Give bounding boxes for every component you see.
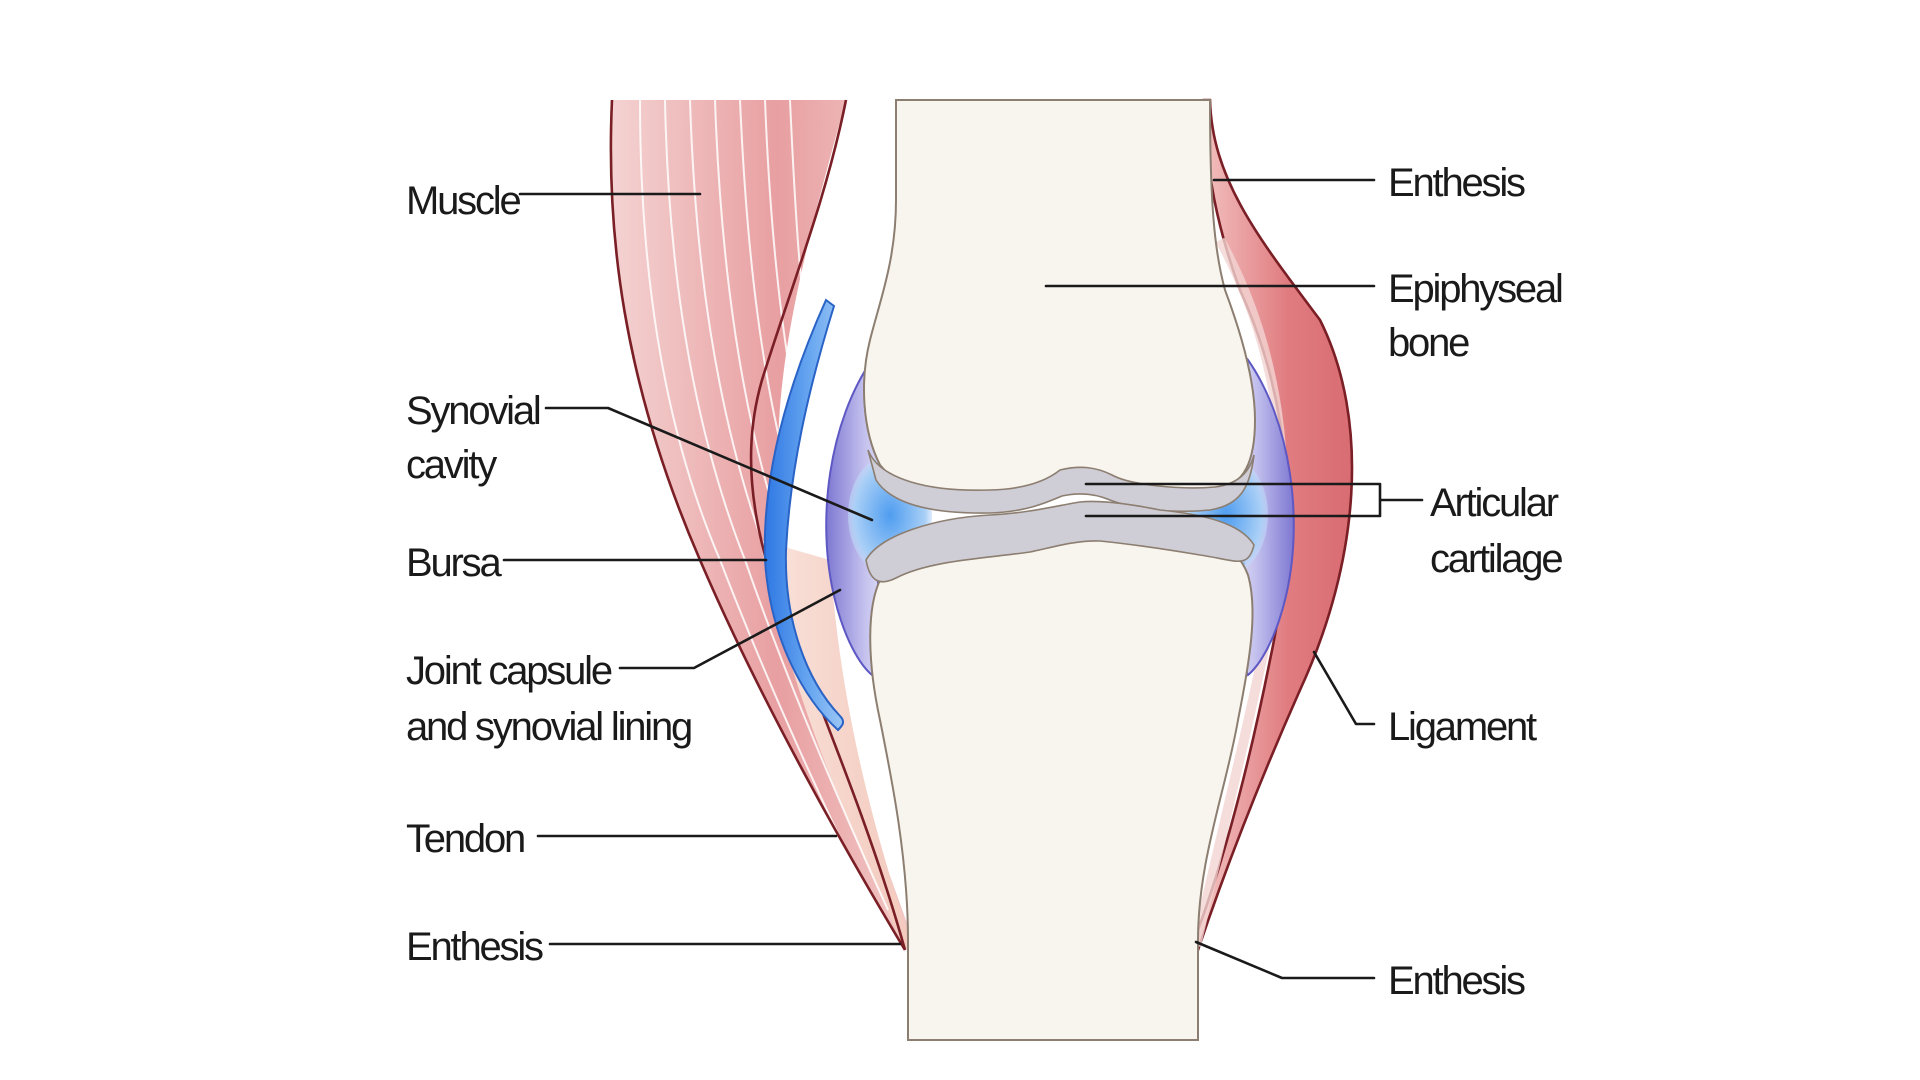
label-ligament: Ligament [1388,705,1537,749]
label-epiphyseal-bone-line2: bone [1388,321,1469,365]
label-muscle: Muscle [406,179,520,223]
label-enthesis-left: Enthesis [406,925,543,969]
leader-synovial-cavity [544,406,874,522]
label-articular-cartilage-line2: cartilage [1430,537,1562,581]
bursa [763,298,845,732]
lower-bone [869,516,1254,1041]
label-enthesis-top-right: Enthesis [1388,161,1525,205]
label-epiphyseal-bone-line1: Epiphyseal [1388,267,1562,311]
leader-joint-capsule [618,588,842,670]
label-joint-capsule-line1: Joint capsule [406,649,612,693]
leader-articular-cartilage [1084,482,1424,518]
leader-lines [502,178,1424,980]
lower-articular-cartilage [865,500,1255,583]
leader-enthesis-bottom-right [1194,940,1376,980]
label-synovial-cavity-line2: cavity [406,443,497,487]
muscle-outline-inner [749,99,907,951]
leader-ligament [1312,650,1376,726]
label-joint-capsule-line2: and synovial lining [406,705,691,749]
label-bursa: Bursa [406,541,502,585]
label-synovial-cavity-line1: Synovial [406,389,540,433]
upper-bone [863,99,1257,495]
label-articular-cartilage-line1: Articular [1430,481,1559,525]
upper-articular-cartilage [867,449,1255,514]
label-tendon: Tendon [406,817,524,861]
label-enthesis-bottom-right: Enthesis [1388,959,1525,1003]
